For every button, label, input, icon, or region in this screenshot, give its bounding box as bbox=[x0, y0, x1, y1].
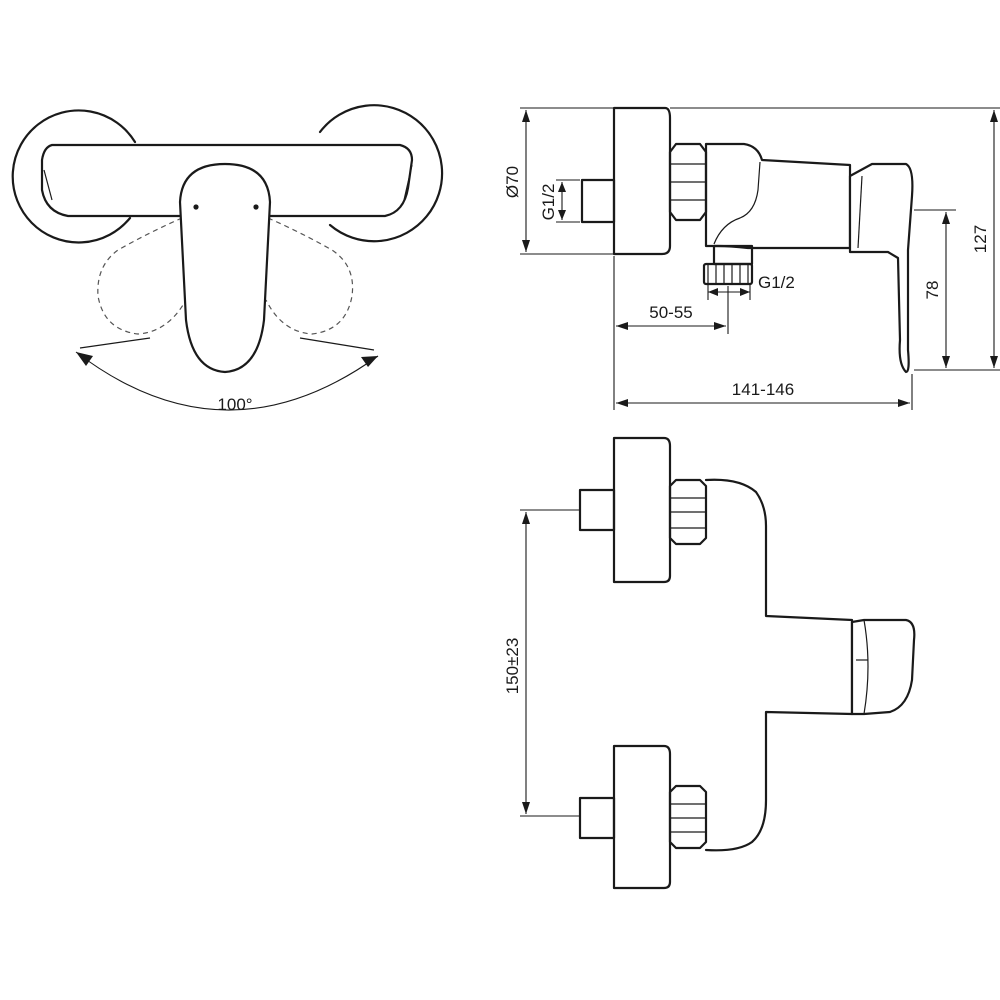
rotation-angle-label: 100° bbox=[217, 395, 252, 414]
top-lower-inlet-pipe bbox=[578, 796, 616, 840]
front-view: 100° bbox=[11, 104, 444, 414]
front-lever bbox=[178, 162, 272, 374]
depth-inlet-outlet-label: 50-55 bbox=[649, 303, 692, 322]
side-lever bbox=[848, 162, 914, 374]
top-lever bbox=[850, 618, 916, 716]
side-view: Ø70 G1/2 G1/2 50-55 141-146 bbox=[503, 106, 1000, 410]
top-upper-wall-plate bbox=[612, 436, 672, 584]
top-upper-inlet-pipe bbox=[578, 488, 616, 532]
front-mixer-body bbox=[40, 143, 414, 218]
front-left-wall-plate bbox=[11, 109, 137, 244]
top-lower-hex-nut bbox=[668, 784, 708, 850]
top-upper-hex-nut bbox=[668, 478, 708, 546]
total-depth-label: 141-146 bbox=[732, 380, 794, 399]
total-height-label: 127 bbox=[971, 225, 990, 253]
front-lever-left-position bbox=[97, 217, 187, 335]
wall-plate-diameter-label: Ø70 bbox=[503, 166, 522, 198]
front-lever-right-position bbox=[265, 217, 354, 335]
side-inlet-pipe bbox=[580, 178, 616, 224]
lever-height-label: 78 bbox=[923, 281, 942, 300]
side-wall-plate bbox=[612, 106, 672, 256]
rotation-arc bbox=[75, 351, 379, 411]
inlet-thread-label: G1/2 bbox=[539, 184, 558, 221]
front-right-wall-plate bbox=[318, 104, 444, 243]
outlet-thread-label: G1/2 bbox=[758, 273, 795, 292]
inlet-spacing-label: 150±23 bbox=[503, 638, 522, 695]
side-mixer-body bbox=[704, 142, 852, 250]
top-mixer-body bbox=[704, 478, 854, 852]
top-lower-wall-plate bbox=[612, 744, 672, 890]
top-view: 150±23 bbox=[503, 436, 916, 890]
